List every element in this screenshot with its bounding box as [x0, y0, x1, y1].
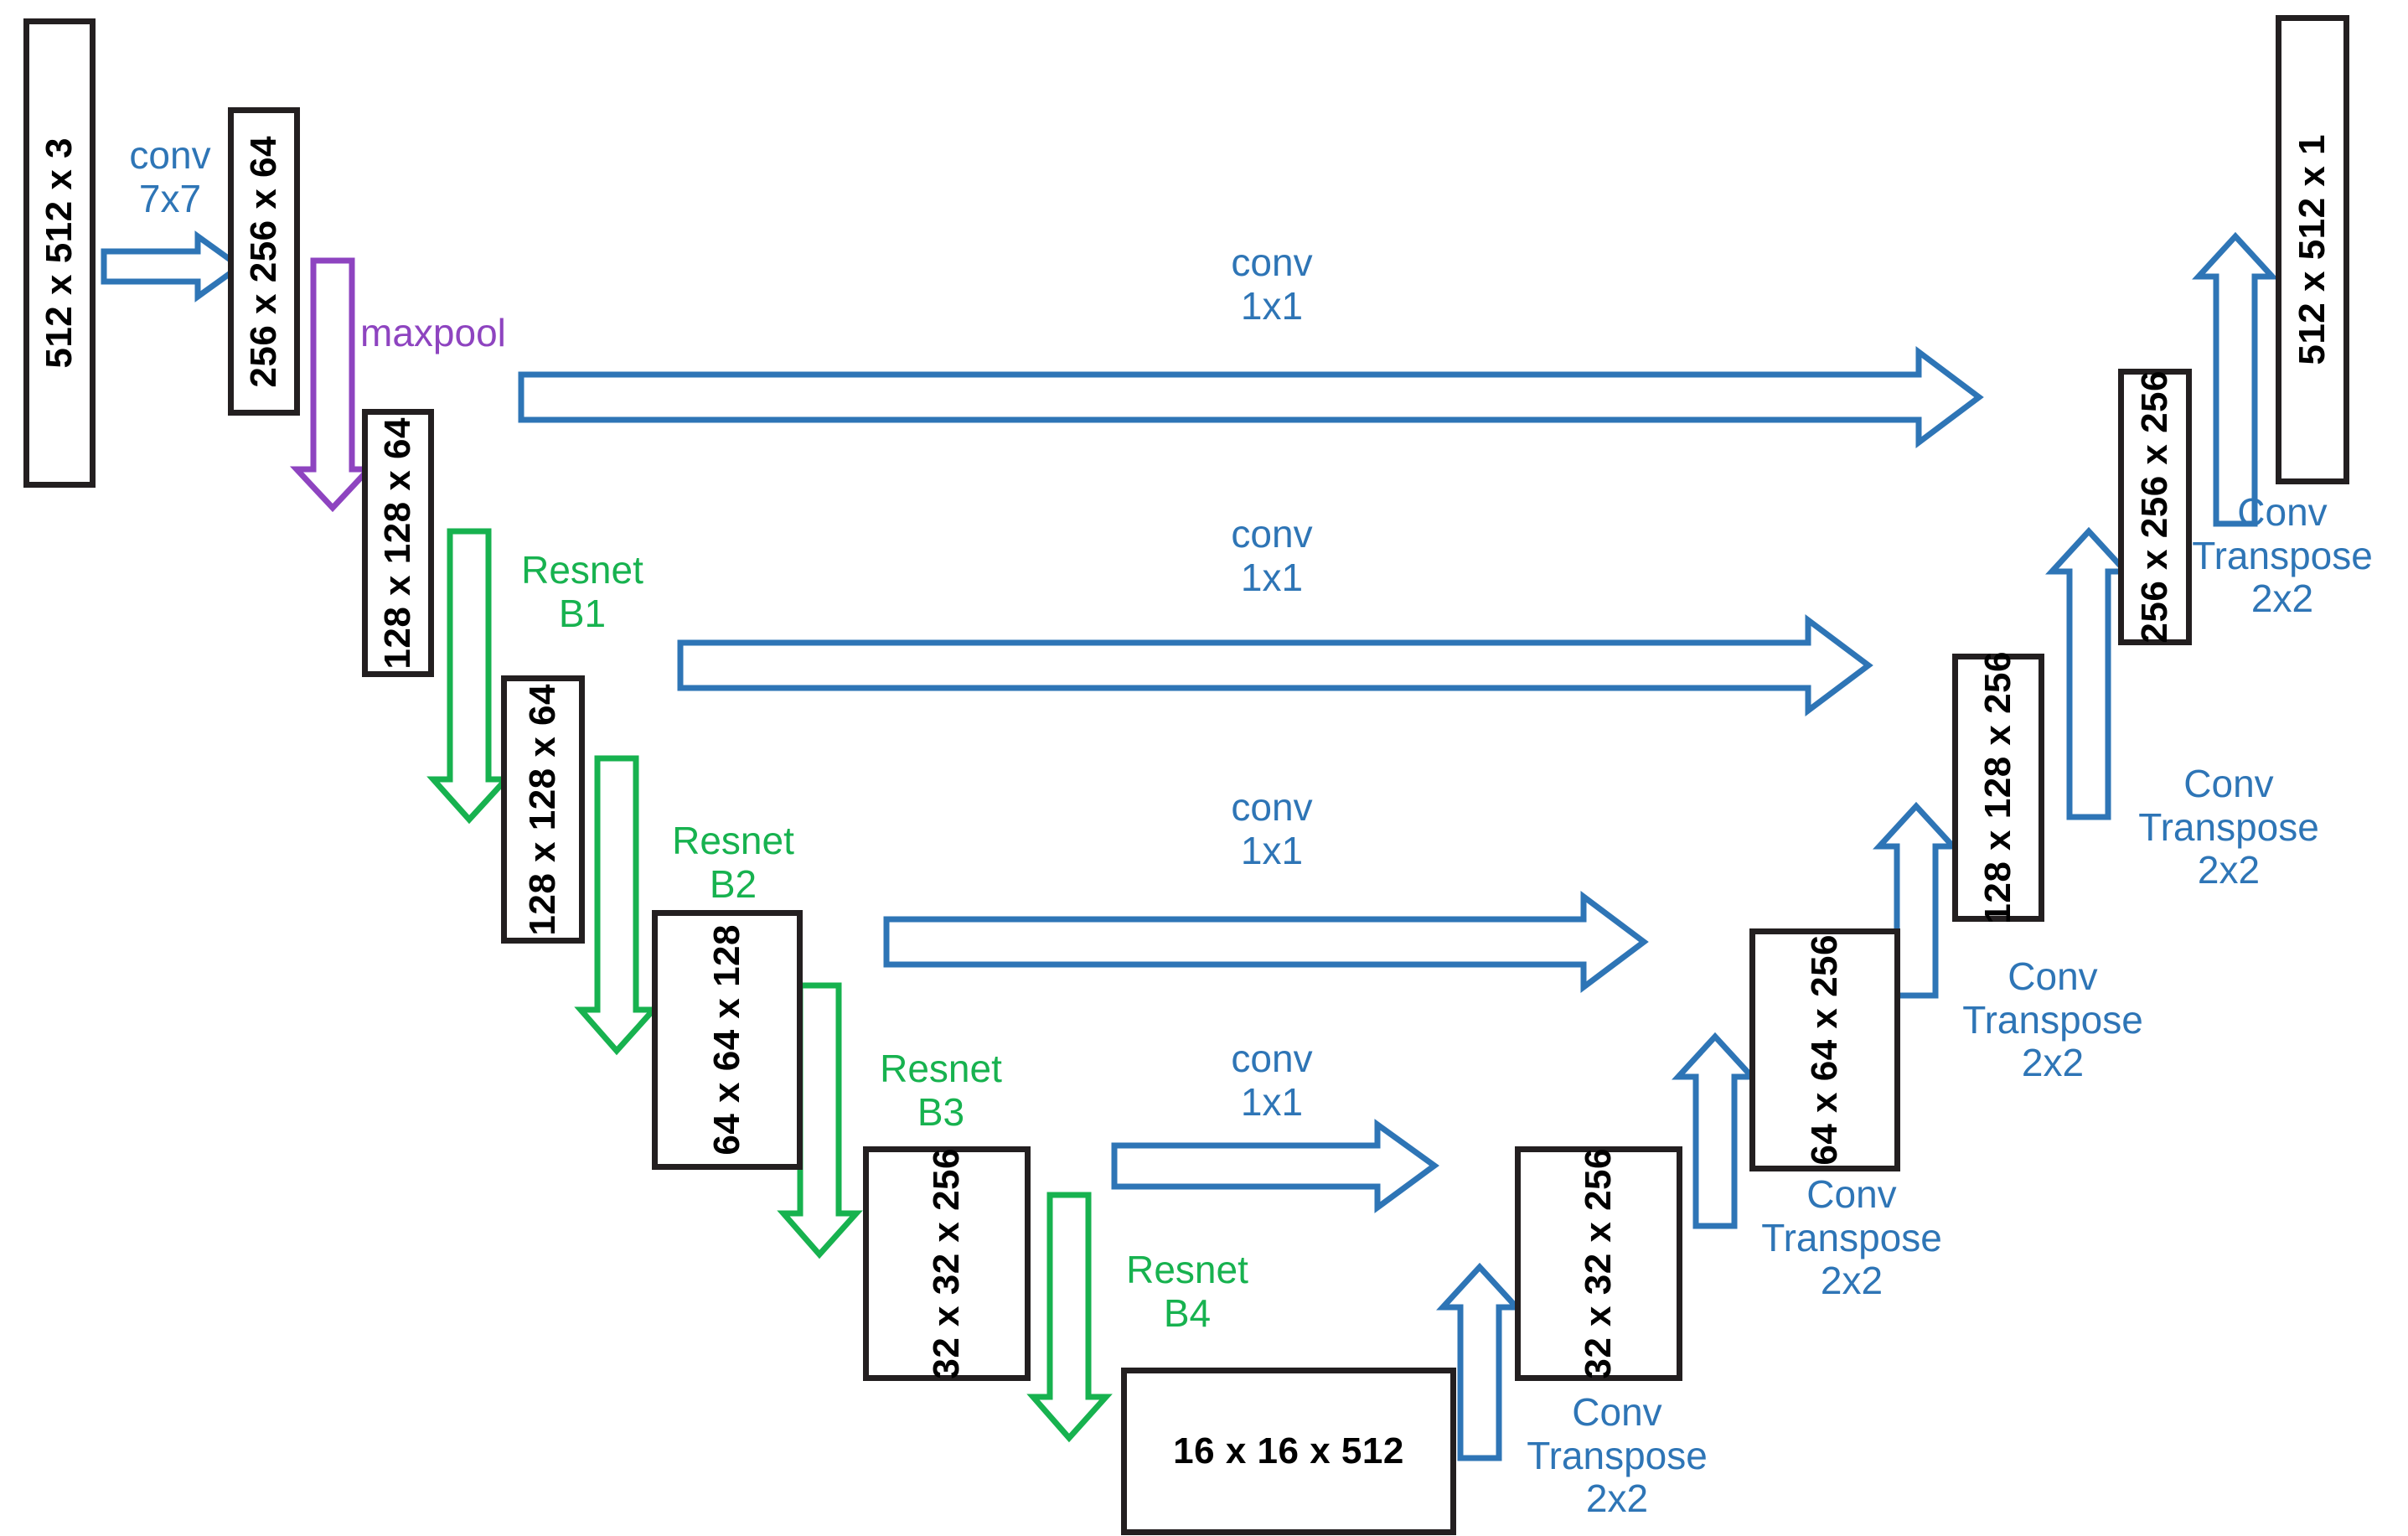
tensor-label-decoder-2: 64 x 64 x 256	[1804, 934, 1845, 1166]
tensor-block-b2-out: 64 x 64 x 128	[652, 910, 803, 1170]
tensor-label-b2-out: 64 x 64 x 128	[706, 924, 747, 1156]
tensor-block-decoder-2: 64 x 64 x 256	[1749, 928, 1900, 1171]
tensor-block-decoder-1: 32 x 32 x 256	[1515, 1146, 1682, 1381]
resnet-b4-arrow	[1026, 1192, 1113, 1443]
tensor-block-b1-out: 128 x 128 x 64	[501, 675, 585, 944]
tensor-block-output: 512 x 512 x 1	[2276, 15, 2349, 484]
tensor-label-b3-out: 32 x 32 x 256	[926, 1148, 967, 1379]
skip-3-label: conv 1x1	[1231, 785, 1313, 872]
resnet-b4-label: Resnet B4	[1126, 1248, 1248, 1335]
conv-transpose-3-label: Conv Transpose 2x2	[1962, 954, 2143, 1085]
conv7x7-arrow	[101, 230, 245, 303]
conv-transpose-5-label: Conv Transpose 2x2	[2192, 490, 2373, 621]
conv-transpose-1-label: Conv Transpose 2x2	[1527, 1390, 1708, 1521]
conv7x7-label: conv 7x7	[129, 133, 211, 220]
skip-4-label: conv 1x1	[1231, 1037, 1313, 1124]
skip-arrow-2	[677, 614, 1873, 716]
conv-transpose-arrow-5	[2192, 231, 2279, 527]
maxpool-arrow	[289, 257, 376, 513]
tensor-block-decoder-3: 128 x 128 x 256	[1952, 651, 2044, 924]
tensor-block-maxpool-out: 128 x 128 x 64	[362, 409, 434, 677]
tensor-label-decoder-1: 32 x 32 x 256	[1578, 1148, 1619, 1379]
skip-arrow-3	[883, 891, 1649, 993]
tensor-block-b3-out: 32 x 32 x 256	[863, 1146, 1031, 1381]
tensor-label-input: 512 x 512 x 3	[39, 137, 80, 369]
tensor-block-conv7-out: 256 x 256 x 64	[228, 107, 300, 416]
resnet-b2-label: Resnet B2	[672, 819, 794, 906]
resnet-b1-label: Resnet B1	[521, 548, 643, 635]
tensor-block-decoder-4: 256 x 256 x 256	[2118, 369, 2192, 645]
maxpool-label: maxpool	[360, 311, 506, 354]
skip-1-label: conv 1x1	[1231, 240, 1313, 328]
conv-transpose-4-label: Conv Transpose 2x2	[2138, 762, 2319, 892]
tensor-block-input: 512 x 512 x 3	[23, 18, 96, 488]
tensor-label-b4-out: 16 x 16 x 512	[1173, 1430, 1404, 1471]
tensor-block-b4-out: 16 x 16 x 512	[1121, 1368, 1456, 1535]
skip-arrow-1	[518, 346, 1984, 448]
tensor-label-b1-out: 128 x 128 x 64	[522, 683, 563, 936]
skip-2-label: conv 1x1	[1231, 512, 1313, 599]
tensor-label-conv7-out: 256 x 256 x 64	[243, 135, 284, 388]
resnet-b2-arrow	[574, 755, 660, 1056]
tensor-label-decoder-3: 128 x 128 x 256	[1977, 651, 2018, 924]
resnet-b3-label: Resnet B3	[880, 1047, 1002, 1134]
tensor-label-output: 512 x 512 x 1	[2292, 134, 2333, 365]
skip-arrow-4	[1111, 1119, 1439, 1213]
conv-transpose-2-label: Conv Transpose 2x2	[1761, 1172, 1942, 1303]
tensor-label-maxpool-out: 128 x 128 x 64	[377, 416, 418, 670]
